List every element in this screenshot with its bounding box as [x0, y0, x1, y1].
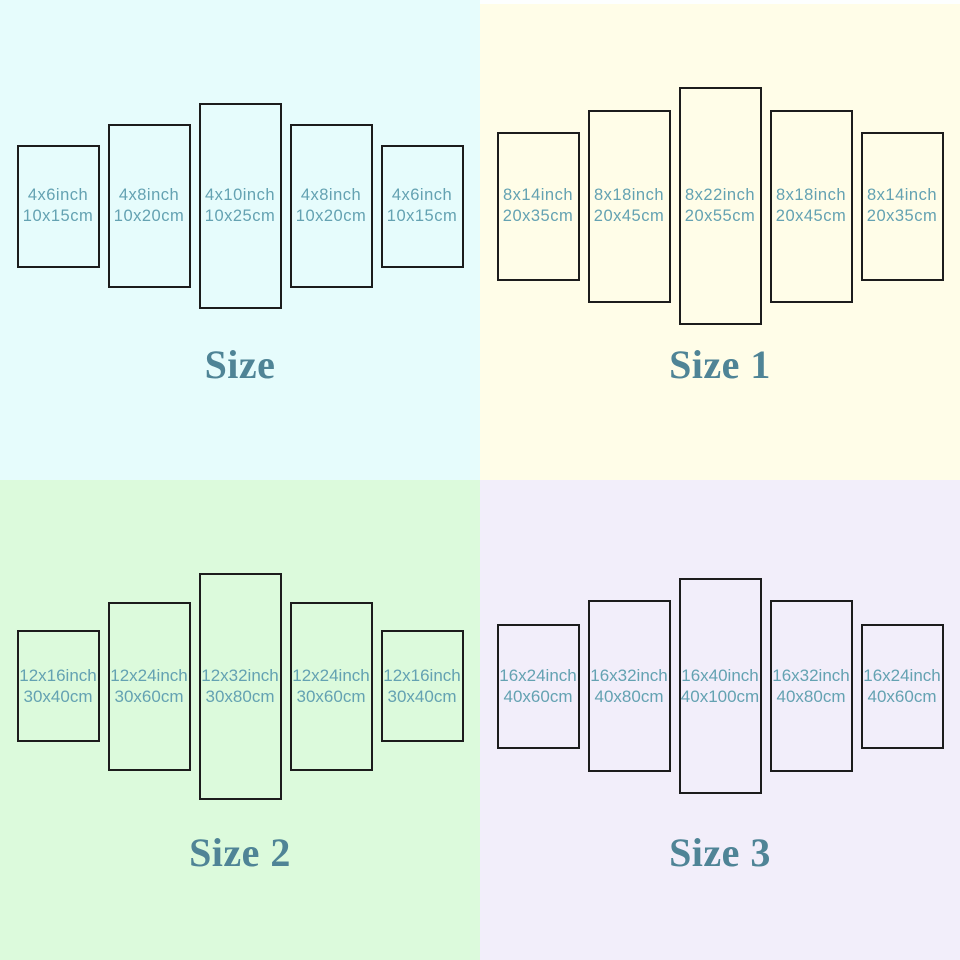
panel-size-inch: 4x8inch [300, 186, 362, 204]
panel-size-cm: 30x80cm [205, 687, 275, 706]
panel-size-inch: 12x32inch [201, 666, 279, 685]
panel-size-cm: 40x80cm [594, 687, 664, 706]
panel-size-cm: 20x55cm [684, 207, 756, 225]
panel-size-inch: 16x24inch [499, 666, 577, 685]
canvas-panel: 4x6inch 10x15cm [16, 144, 100, 268]
panel-size-inch: 16x40inch [681, 666, 759, 685]
panel-size-cm: 10x15cm [386, 207, 458, 225]
quadrant-title: Size 3 [669, 830, 771, 875]
panel-size-cm: 40x80cm [776, 687, 846, 706]
canvas-panel: 12x24inch 30x60cm [107, 601, 191, 771]
canvas-panel: 16x32inch 40x80cm [587, 600, 671, 772]
panel-size-inch: 16x32inch [590, 666, 668, 685]
panel-size-cm: 10x25cm [204, 207, 276, 225]
canvas-panel: 16x32inch 40x80cm [769, 600, 853, 772]
panel-size-cm: 10x15cm [22, 207, 94, 225]
panel-size-cm: 10x20cm [113, 207, 185, 225]
canvas-panel: 4x8inch 10x20cm [289, 124, 373, 288]
panel-size-inch: 8x14inch [502, 186, 574, 204]
panel-size-cm: 20x45cm [593, 207, 665, 225]
canvas-panel: 4x10inch 10x25cm [198, 103, 282, 309]
panel-size-inch: 4x8inch [118, 186, 180, 204]
panel-size-cm: 30x60cm [114, 687, 184, 706]
panel-size-cm: 30x40cm [23, 687, 93, 706]
canvas-panel: 12x24inch 30x60cm [289, 601, 373, 771]
canvas-panel: 12x16inch 30x40cm [380, 630, 464, 742]
panel-size-inch: 16x32inch [772, 666, 850, 685]
panel-size-inch: 4x6inch [391, 186, 453, 204]
quadrant-size-1: 8x14inch 20x35cm 8x18inch 20x45cm 8x22in… [480, 0, 960, 480]
canvas-panel: 12x32inch 30x80cm [198, 572, 282, 800]
canvas-panel: 16x24inch 40x60cm [860, 623, 944, 749]
quadrant-title: Size 1 [669, 342, 771, 387]
panel-size-cm: 30x40cm [387, 687, 457, 706]
panel-size-inch: 8x22inch [684, 186, 756, 204]
top-white-strip [480, 0, 960, 4]
panel-size-inch: 8x18inch [775, 186, 847, 204]
panel-size-cm: 40x60cm [503, 687, 573, 706]
canvas-panel: 16x40inch 40x100cm [678, 578, 762, 794]
quadrant-size-2: 12x16inch 30x40cm 12x24inch 30x60cm 12x3… [0, 480, 480, 960]
panel-size-cm: 40x100cm [680, 687, 760, 706]
panel-size-inch: 12x16inch [383, 666, 461, 685]
panel-size-cm: 20x35cm [502, 207, 574, 225]
quadrant-title: Size [204, 342, 276, 387]
panel-size-inch: 8x14inch [866, 186, 938, 204]
panel-size-cm: 40x60cm [867, 687, 937, 706]
panel-size-cm: 20x45cm [775, 207, 847, 225]
canvas-panel: 8x14inch 20x35cm [496, 131, 580, 281]
panel-size-inch: 12x16inch [19, 666, 97, 685]
canvas-panel: 8x18inch 20x45cm [769, 109, 853, 303]
canvas-panel: 8x18inch 20x45cm [587, 109, 671, 303]
panel-size-inch: 12x24inch [292, 666, 370, 685]
panel-size-cm: 10x20cm [295, 207, 367, 225]
panel-size-inch: 4x6inch [27, 186, 89, 204]
canvas-panel: 8x22inch 20x55cm [678, 87, 762, 325]
panel-size-cm: 30x60cm [296, 687, 366, 706]
canvas-panel: 12x16inch 30x40cm [16, 630, 100, 742]
panel-size-inch: 4x10inch [204, 186, 276, 204]
panel-size-inch: 8x18inch [593, 186, 665, 204]
panel-size-cm: 20x35cm [866, 207, 938, 225]
quadrant-size-3: 16x24inch 40x60cm 16x32inch 40x80cm 16x4… [480, 480, 960, 960]
canvas-panel: 4x6inch 10x15cm [380, 144, 464, 268]
canvas-panel: 8x14inch 20x35cm [860, 131, 944, 281]
quadrant-size: 4x6inch 10x15cm 4x8inch 10x20cm 4x10inch… [0, 0, 480, 480]
canvas-panel: 16x24inch 40x60cm [496, 623, 580, 749]
panel-size-inch: 16x24inch [863, 666, 941, 685]
canvas-panel: 4x8inch 10x20cm [107, 124, 191, 288]
quadrant-title: Size 2 [189, 830, 291, 875]
panel-size-inch: 12x24inch [110, 666, 188, 685]
